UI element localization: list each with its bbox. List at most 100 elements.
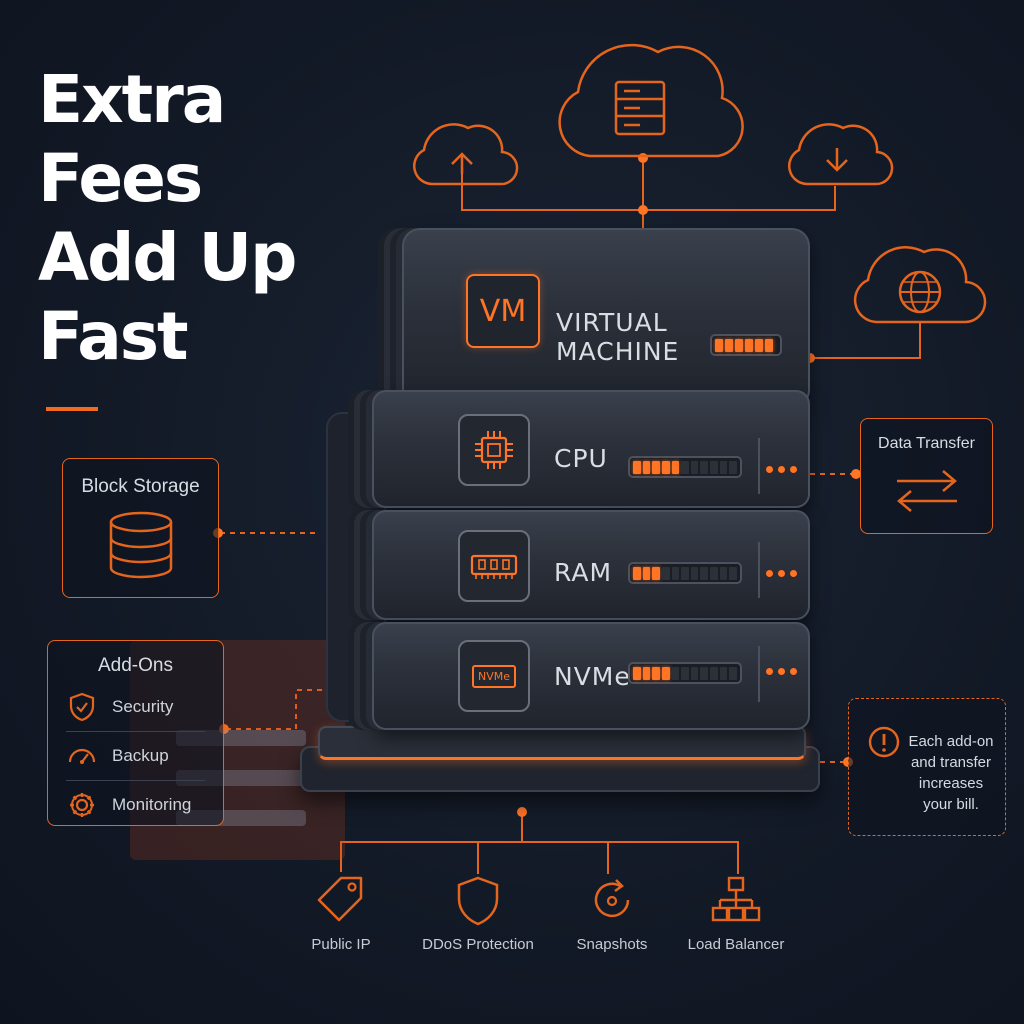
vm-badge: VM [466,274,540,348]
meter-segment [642,460,651,474]
meter-segment [729,666,738,680]
meter-segment [700,460,709,474]
add-on-backup: Backup [66,740,223,772]
meter-segment [745,338,753,352]
bottom-item-ddos: DDoS Protection [403,870,553,953]
cpu-chip-box [458,414,530,486]
block-storage-title: Block Storage [81,476,200,497]
vm-label-line: VIRTUAL [556,308,668,337]
meter-segment [700,566,709,580]
tag-icon [317,876,363,922]
bottom-item-snapshots: Snapshots [537,870,687,953]
meter-segment [729,566,738,580]
vm-label: VIRTUAL MACHINE [556,308,679,366]
warning-line: your bill. [923,796,979,813]
more-dots-icon[interactable] [766,570,797,577]
nvme-unit: NVMe NVMe [372,622,810,730]
alert-icon [868,726,900,758]
headline-line: Fees [38,140,203,217]
add-ons-title: Add-Ons [98,655,173,676]
vm-label-line: MACHINE [556,337,680,366]
vm-meter [710,334,782,356]
warning-line: increases [918,775,984,792]
network-icon [711,876,761,922]
meter-segment [710,460,718,474]
meter-segment [719,666,728,680]
meter-segment [642,666,651,680]
server-base-top [318,726,806,760]
shield-check-icon [69,692,95,722]
bottom-item-public-ip: Public IP [266,870,416,953]
meter-segment [633,666,641,680]
meter-segment [735,338,743,352]
more-dots-icon[interactable] [766,668,797,675]
warning-text: Each add-on and transfer increases your … [899,731,1003,815]
warning-line: and transfer [910,754,992,771]
headline-line: Extra [38,61,226,138]
meter-segment [725,338,733,352]
data-transfer-title: Data Transfer [878,435,975,452]
bottom-item-label: Public IP [311,936,371,953]
warning-card: Each add-on and transfer increases your … [848,698,1006,836]
add-ons-card: Add-Ons Security Backup Monitoring [47,640,224,826]
cpu-chip-icon [475,431,513,469]
add-on-label: Security [112,697,174,716]
meter-segment [671,566,680,580]
ram-meter [628,562,742,584]
more-dots-icon[interactable] [766,466,797,473]
meter-segment [681,666,689,680]
meter-segment [661,566,670,580]
cloud-upload-icon [413,123,519,186]
ram-chip-box [458,530,530,602]
meter-segment [710,666,718,680]
meter-segment [755,338,763,352]
meter-segment [642,566,651,580]
cpu-unit: CPU [372,390,810,508]
bottom-item-label: DDoS Protection [422,936,534,953]
cloud-server-icon [558,43,744,158]
add-on-security: Security [66,691,223,723]
gear-icon [70,793,94,817]
unit-divider [758,646,760,702]
headline-line: Add Up [38,219,297,296]
data-transfer-card: Data Transfer [860,418,993,534]
meter-segment [700,666,709,680]
headline: Extra Fees Add Up Fast [38,60,398,376]
meter-segment [652,666,660,680]
meter-segment [690,666,699,680]
nvme-meter [628,662,742,684]
ram-unit: RAM [372,510,810,620]
meter-segment [661,460,670,474]
block-storage-card: Block Storage [62,458,219,598]
ram-label: RAM [554,558,613,587]
meter-segment [661,666,670,680]
meter-segment [765,338,773,352]
nvme-chip-text: NVMe [471,664,516,688]
ram-icon [470,554,518,579]
unit-divider [758,438,760,494]
meter-segment [671,460,680,474]
vm-badge-text: VM [479,293,527,329]
meter-segment [690,460,699,474]
arrows-swap-icon [896,470,957,512]
meter-segment [652,566,660,580]
shield-icon [457,876,499,926]
add-on-label: Backup [112,746,169,765]
nvme-chip-box: NVMe [458,640,530,712]
meter-segment [710,566,718,580]
cpu-meter [628,456,742,478]
meter-segment [681,460,689,474]
gauge-icon [68,748,96,764]
meter-segment [729,460,738,474]
database-icon [109,511,172,579]
add-on-label: Monitoring [112,795,192,814]
meter-segment [719,460,728,474]
bottom-item-label: Load Balancer [687,936,785,953]
vm-unit: VM VIRTUAL MACHINE [402,228,810,408]
headline-accent-bar [46,407,98,411]
meter-segment [690,566,699,580]
bottom-item-load-balancer: Load Balancer [661,870,811,953]
meter-segment [633,460,641,474]
meter-segment [719,566,728,580]
meter-segment [652,460,660,474]
